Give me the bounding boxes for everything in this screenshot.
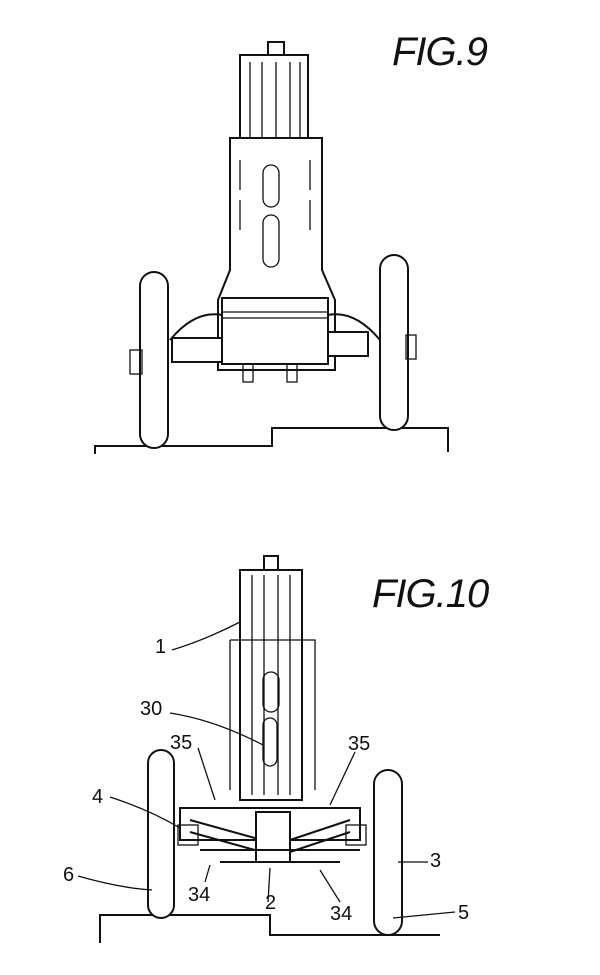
ref-4: 4: [92, 786, 104, 808]
ref-5: 5: [458, 902, 470, 924]
ref-1: 1: [155, 636, 167, 658]
fig9-ground-step: [94, 427, 449, 454]
fig9-left-wheel: [139, 271, 169, 449]
fig9-right-wheel: [379, 254, 409, 431]
fig10-ground-step: [99, 914, 440, 943]
fig10-left-wheel: [147, 749, 175, 919]
fig9-lower-box: [221, 297, 329, 365]
fig9-label: FIG.9: [392, 30, 488, 74]
ref-3: 3: [430, 850, 442, 872]
ref-35-left: 35: [170, 732, 193, 754]
fig10-center-hub: [255, 811, 291, 863]
fig10-column: [239, 569, 303, 801]
fig9-lower-slot: [262, 214, 280, 268]
fig9-upper-slot: [262, 164, 280, 208]
fig10-slot-30: [262, 717, 278, 767]
fig9-left-arm: [171, 337, 223, 363]
ref-35-right: 35: [348, 733, 371, 755]
ref-6: 6: [63, 864, 75, 886]
fig9-right-arm: [327, 331, 369, 357]
fig10-drawing: [77, 555, 456, 943]
ref-30: 30: [140, 698, 163, 720]
fig10-label: FIG.10: [372, 572, 489, 616]
ref-2: 2: [265, 892, 277, 914]
ref-34-left: 34: [188, 884, 211, 906]
fig9-column-cap: [267, 41, 285, 57]
fig9-drawing: [94, 41, 449, 454]
ref-34-right: 34: [330, 903, 353, 925]
fig10-right-wheel: [373, 769, 403, 936]
fig10-column-cap: [263, 555, 279, 571]
